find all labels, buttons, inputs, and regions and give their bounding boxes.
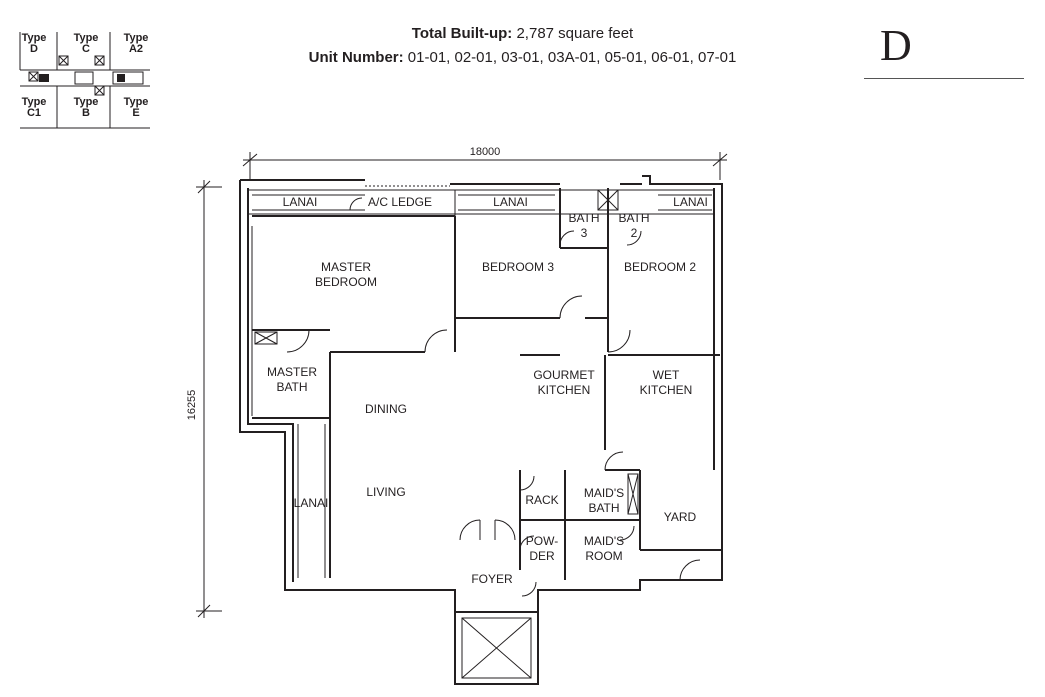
dimension-width-text: 18000 xyxy=(470,146,501,158)
type-letter: D xyxy=(880,21,912,70)
total-built-up: Total Built-up: 2,787 square feet xyxy=(0,25,1045,42)
room-powder: POW- DER xyxy=(525,534,559,563)
room-master-bedroom: MASTER BEDROOM xyxy=(314,260,377,289)
room-lanai-top-right: LANAI xyxy=(673,195,708,209)
dimension-height-text: 16255 xyxy=(186,390,198,421)
room-foyer: FOYER xyxy=(471,572,513,586)
room-bath-2: BATH 2 xyxy=(618,211,650,240)
room-ac-ledge: A/C LEDGE xyxy=(367,195,433,209)
shafts xyxy=(254,189,639,685)
key-plan: Type D Type C Type A2 Type C1 Type B Typ… xyxy=(15,28,155,138)
room-bedroom-3: BEDROOM 3 xyxy=(481,260,554,274)
type-divider xyxy=(864,78,1024,79)
room-maids-bath: MAID'S BATH xyxy=(583,486,625,515)
key-plan-label-type-d: Type D xyxy=(21,32,47,55)
room-maids-room: MAID'S ROOM xyxy=(583,534,625,563)
key-plan-label-type-e: Type E xyxy=(123,96,149,119)
interior-walls xyxy=(252,188,722,580)
exterior-walls xyxy=(239,175,723,613)
room-yard: YARD xyxy=(663,510,697,524)
dimension-height-line xyxy=(196,180,222,618)
room-master-bath: MASTER BATH xyxy=(266,365,317,394)
door-swings xyxy=(286,197,701,597)
room-lanai-top-left: LANAI xyxy=(282,195,318,209)
room-gourmet-kitchen: GOURMET KITCHEN xyxy=(533,368,595,397)
unit-number: Unit Number: 01-01, 02-01, 03-01, 03A-01… xyxy=(0,49,1045,66)
key-plan-label-type-c1: Type C1 xyxy=(21,96,47,119)
room-dining: DINING xyxy=(365,402,407,416)
room-wet-kitchen: WET KITCHEN xyxy=(639,368,693,397)
room-lanai-top-middle: LANAI xyxy=(493,195,528,209)
unit-number-value: 01-01, 02-01, 03-01, 03A-01, 05-01, 06-0… xyxy=(407,49,737,66)
key-plan-label-type-b: Type B xyxy=(73,96,99,119)
unit-number-label: Unit Number: xyxy=(308,49,404,66)
room-bedroom-2: BEDROOM 2 xyxy=(623,260,696,274)
total-built-up-value: 2,787 square feet xyxy=(516,25,634,42)
room-rack: RACK xyxy=(525,493,559,507)
key-plan-drawing xyxy=(19,32,150,129)
total-built-up-label: Total Built-up: xyxy=(411,25,513,42)
room-lanai-left: LANAI xyxy=(293,496,329,510)
room-living: LIVING xyxy=(366,485,406,499)
lanai-strip-left xyxy=(251,226,326,578)
key-plan-label-type-c: Type C xyxy=(73,32,99,55)
dimension-width-line xyxy=(242,152,728,180)
room-bath-3: BATH 3 xyxy=(568,211,600,240)
key-plan-label-type-a2: Type A2 xyxy=(123,32,149,55)
